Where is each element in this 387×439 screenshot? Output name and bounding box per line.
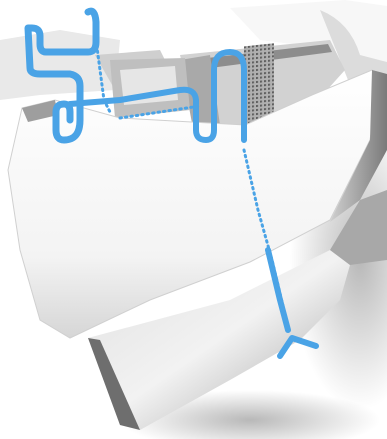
intake-grille (244, 43, 274, 124)
